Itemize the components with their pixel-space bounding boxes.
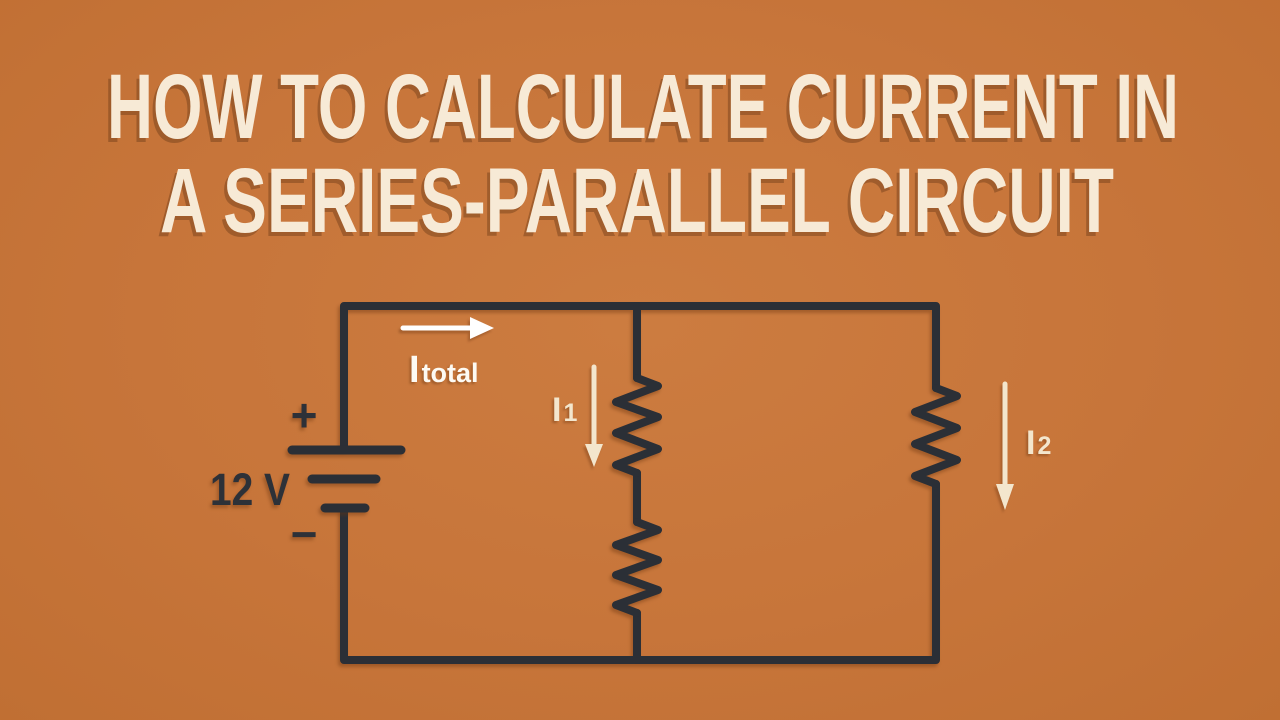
- current-arrow-branch1-head: [585, 444, 603, 467]
- battery-plus-sign: +: [291, 389, 318, 441]
- current-label-branch1-sub: 1: [563, 399, 577, 427]
- current-label-total: Itotal: [409, 349, 479, 391]
- current-label-texts: Itotal I1 I2: [409, 349, 1051, 462]
- resistor-r2-icon: [612, 518, 662, 617]
- current-label-branch2: I2: [1026, 424, 1051, 462]
- current-label-branch1-base: I: [552, 391, 561, 429]
- current-arrow-total-head: [470, 317, 494, 339]
- page-title: HOW TO CALCULATE CURRENT IN A SERIES-PAR…: [107, 56, 1179, 252]
- current-label-total-base: I: [409, 349, 420, 391]
- page-title-line1: HOW TO CALCULATE CURRENT IN: [107, 56, 1179, 158]
- circuit-wires: [340, 302, 961, 664]
- page-title-line2: A SERIES-PARALLEL CIRCUIT: [160, 150, 1114, 252]
- current-arrows: [400, 317, 1014, 510]
- current-label-branch1: I1: [552, 391, 577, 429]
- current-label-branch2-base: I: [1026, 424, 1035, 462]
- battery-minus-sign: −: [291, 508, 318, 560]
- resistor-r1-icon: [612, 374, 662, 477]
- current-label-total-sub: total: [422, 358, 479, 388]
- battery-voltage-label: 12 V: [210, 464, 290, 515]
- current-label-branch2-sub: 2: [1037, 432, 1051, 460]
- battery-symbol: + − 12 V: [210, 389, 406, 560]
- current-arrow-branch2-head: [996, 484, 1014, 510]
- resistor-r3-icon: [911, 384, 961, 488]
